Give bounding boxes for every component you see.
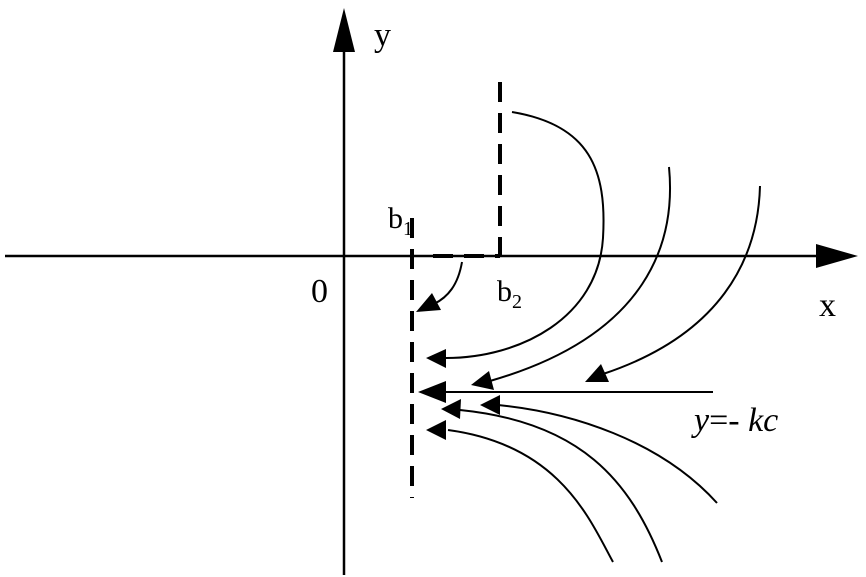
trajectory-1-arrowhead: [416, 293, 441, 312]
b2-base: b: [497, 275, 512, 308]
equation-rhs: kc: [748, 402, 778, 439]
x-axis-arrowhead: [816, 244, 858, 268]
trajectory-6: [459, 409, 663, 563]
trajectory-3-arrowhead: [471, 371, 494, 390]
equation-operator: =-: [709, 402, 748, 439]
b2-subscript: 2: [512, 291, 522, 313]
b1-subscript: 1: [403, 218, 413, 240]
equation-variable: y: [691, 402, 710, 439]
trajectory-1: [433, 261, 463, 305]
trajectory-2-arrowhead: [426, 349, 446, 368]
trajectory-4-arrowhead: [585, 364, 609, 382]
origin-label: 0: [311, 273, 328, 310]
x-axis-label: x: [819, 287, 836, 324]
b1-label: b1: [388, 202, 413, 240]
trajectory-4: [602, 185, 761, 375]
y-axis-label: y: [374, 17, 391, 54]
trajectory-7-arrowhead: [426, 420, 446, 440]
y-axis-arrowhead: [333, 8, 355, 52]
trajectory-6-arrowhead: [441, 399, 461, 419]
b1-base: b: [388, 202, 403, 235]
trajectory-5: [497, 404, 718, 504]
trajectory-7: [447, 429, 614, 563]
trajectory-2: [445, 111, 605, 359]
trajectory-3: [489, 166, 671, 382]
reference-line-arrowhead: [418, 381, 446, 403]
reference-line-label: y=- kc: [691, 402, 778, 439]
trajectory-5-arrowhead: [480, 395, 500, 415]
b2-label: b2: [497, 275, 522, 313]
